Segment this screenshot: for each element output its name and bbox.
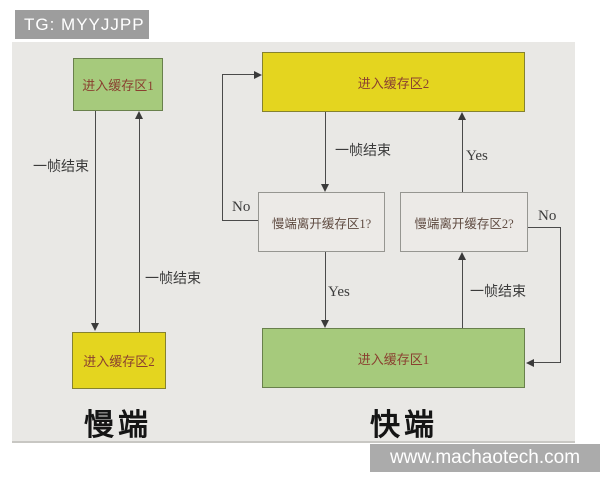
no-left-top-line — [222, 74, 256, 75]
yes-label-right: Yes — [466, 148, 488, 164]
slow-enter-buffer2-box: 进入缓存区2 — [72, 332, 166, 389]
arrow-up-icon — [135, 111, 143, 119]
slow-enter-buffer1-box: 进入缓存区1 — [73, 58, 163, 111]
no-left-vertical-line — [222, 74, 223, 221]
tg-channel-badge: TG: MYYJJPP — [15, 10, 149, 39]
fast-enter-buffer1-box: 进入缓存区1 — [262, 328, 525, 388]
fast-enter-buffer1-label: 进入缓存区1 — [357, 351, 430, 367]
watermark-url: www.machaotech.com — [370, 444, 600, 472]
no-left-bottom-line — [222, 220, 258, 221]
arrow-up-icon — [458, 112, 466, 120]
no-right-bottom-line — [533, 362, 561, 363]
yes-label-left: Yes — [328, 284, 350, 300]
slow-down-connector-line — [95, 111, 96, 324]
no-right-vertical-line — [560, 227, 561, 363]
slow-enter-buffer2-label: 进入缓存区2 — [83, 354, 155, 369]
fast-frame-end-label-bottom: 一帧结束 — [470, 285, 526, 300]
arrow-up-icon — [458, 252, 466, 260]
fast-yes-left-line — [325, 252, 326, 321]
decision-slow-left-buffer1-label: 慢端离开缓存区1? — [271, 216, 372, 231]
slow-end-title: 慢端 — [84, 409, 152, 442]
slow-enter-buffer1-label: 进入缓存区1 — [82, 78, 154, 93]
arrow-right-icon — [254, 71, 262, 79]
arrow-down-icon — [321, 184, 329, 192]
decision-slow-left-buffer2-label: 慢端离开缓存区2? — [414, 216, 514, 231]
fast-frame-end-bottom-line — [462, 259, 463, 328]
arrow-down-icon — [321, 320, 329, 328]
fast-enter-buffer2-label: 进入缓存区2 — [357, 75, 430, 91]
no-label-left: No — [232, 199, 251, 215]
slow-frame-end-label-right: 一帧结束 — [145, 272, 201, 287]
fast-frame-end-top-line — [325, 112, 326, 185]
slow-up-connector-line — [139, 119, 140, 332]
arrow-left-icon — [526, 359, 534, 367]
fast-yes-right-line — [462, 119, 463, 192]
no-right-top-line — [528, 227, 561, 228]
decision-slow-left-buffer1-box: 慢端离开缓存区1? — [258, 192, 385, 252]
fast-enter-buffer2-box: 进入缓存区2 — [262, 52, 525, 112]
slow-frame-end-label-left: 一帧结束 — [33, 160, 89, 175]
fast-frame-end-label-top: 一帧结束 — [335, 144, 391, 159]
no-label-right: No — [538, 208, 557, 224]
fast-end-title: 快端 — [370, 409, 438, 442]
arrow-down-icon — [91, 323, 99, 331]
decision-slow-left-buffer2-box: 慢端离开缓存区2? — [400, 192, 528, 252]
